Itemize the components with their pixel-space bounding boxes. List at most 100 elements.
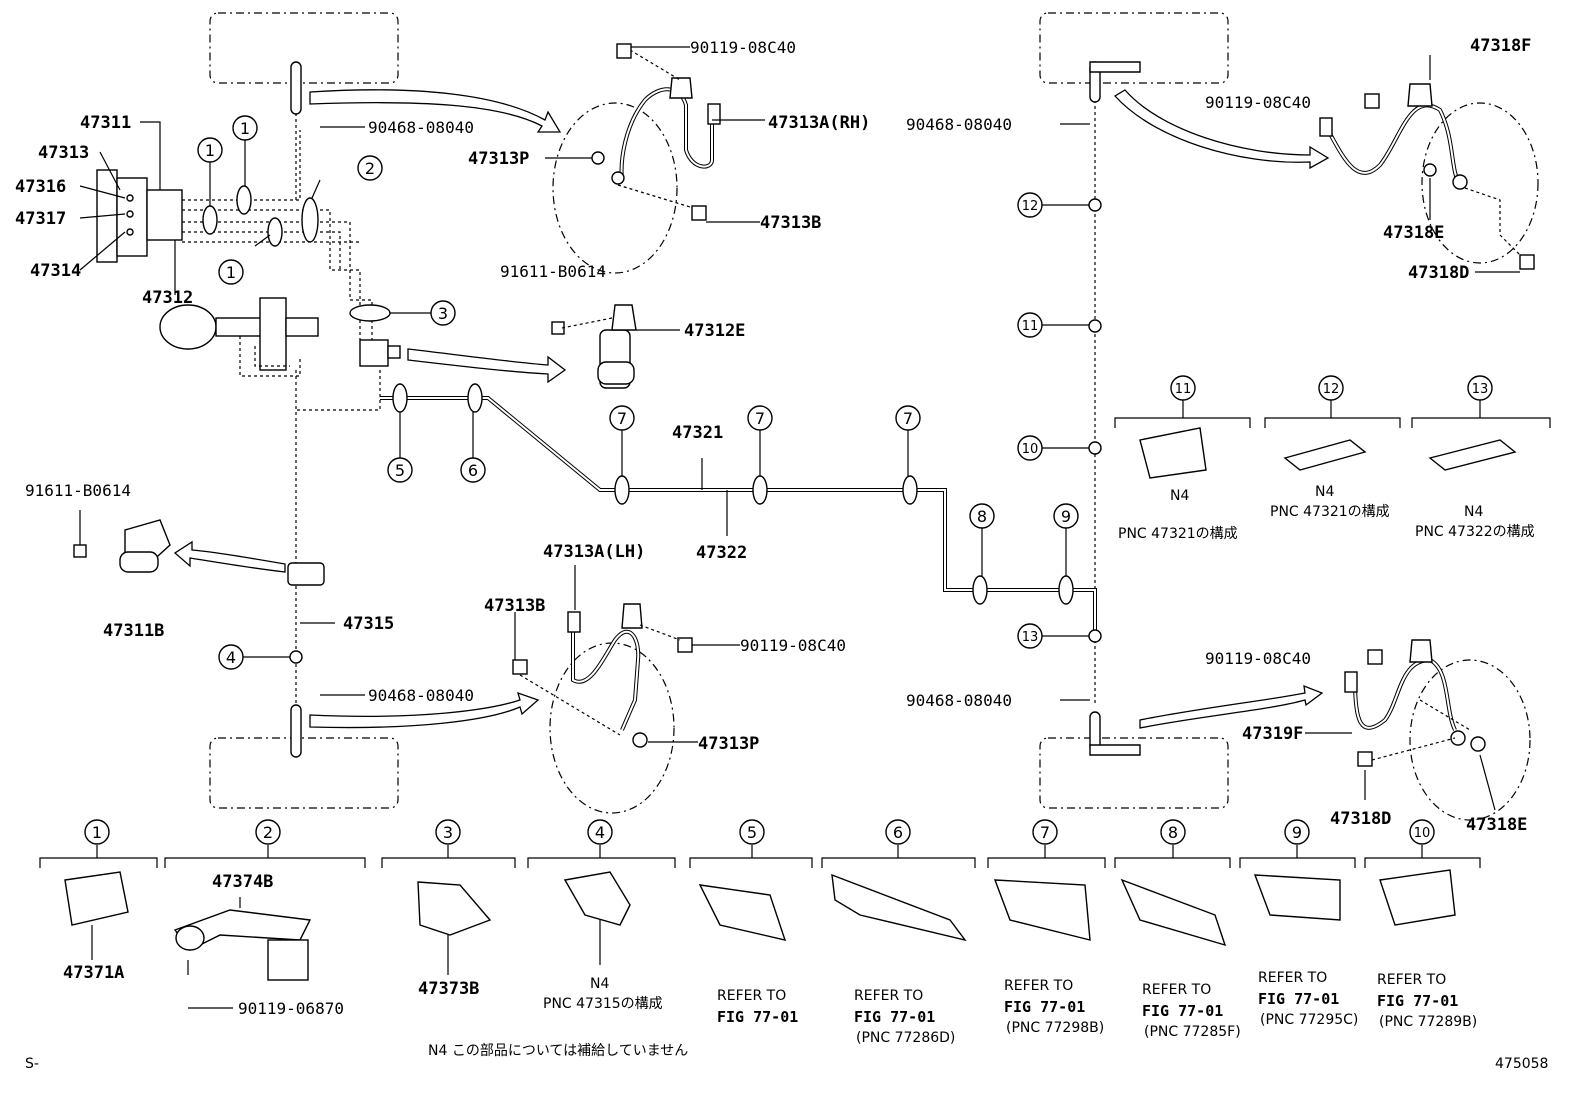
rear-wheel-box-bottom (1039, 737, 1229, 809)
label-90119-08c40-c: 90119-08C40 (1205, 93, 1311, 112)
row-6-line3: (PNC 77286D) (856, 1030, 955, 1046)
front-rh-drum (552, 102, 678, 274)
rear-lh-drum (1409, 659, 1531, 821)
callout-5: 5 (395, 461, 405, 480)
rear-lh-hose-assembly (1305, 639, 1496, 811)
label-47313p-b: 47313P (698, 734, 759, 754)
front-rh-hose-end (290, 61, 302, 115)
connector-47311b-origin (287, 562, 325, 586)
label-47312e: 47312E (684, 321, 745, 341)
row-callout-3: 3 (443, 823, 453, 842)
front-rh-hose-assembly (545, 43, 765, 223)
brake-booster (159, 297, 319, 377)
part-47312e (551, 304, 680, 389)
row-callout-9: 9 (1292, 823, 1302, 842)
front-lh-hose-assembly (512, 603, 740, 748)
clamp-1b (236, 185, 252, 215)
label-47318e-b: 47318E (1466, 815, 1527, 835)
arrow-to-front-rh (309, 89, 562, 133)
front-left-wheel-box (209, 12, 399, 84)
callout-7b: 7 (755, 409, 765, 428)
arrow-to-rear-lh (1139, 684, 1324, 729)
row-10-line3: (PNC 77289B) (1379, 1014, 1477, 1030)
label-47318d-a: 47318D (1408, 263, 1469, 283)
callout-1-mid: 1 (205, 141, 215, 160)
clamp-7c (902, 475, 918, 505)
clamp-12 (1088, 198, 1102, 212)
arrow-to-47312e (407, 348, 567, 384)
clamp-1a (202, 205, 218, 235)
row-8-line3: (PNC 77285F) (1144, 1024, 1241, 1040)
clamp-8 (972, 575, 988, 605)
row-9-line2: FIG 77-01 (1258, 990, 1339, 1008)
label-47313p-a: 47313P (468, 149, 529, 169)
row-callout-1: 1 (92, 823, 102, 842)
callout-1-top: 1 (240, 119, 250, 138)
row-10-line2: FIG 77-01 (1377, 992, 1458, 1010)
front-right-wheel-box-left (209, 737, 399, 809)
detail-12-pnc: PNC 47321の構成 (1270, 504, 1390, 520)
footer-fig-number: 475058 (1495, 1056, 1548, 1072)
part-47311b (73, 510, 171, 573)
front-lh-hose-end (290, 704, 302, 758)
rear-wheel-box-top (1039, 12, 1229, 84)
row-9-line3: (PNC 77295C) (1260, 1012, 1358, 1028)
label-90468-08040-c: 90468-08040 (906, 115, 1012, 134)
row-6-line2: FIG 77-01 (854, 1008, 935, 1026)
clamp-7a (614, 475, 630, 505)
callout-4: 4 (226, 648, 236, 667)
row-10-line1: REFER TO (1377, 972, 1446, 988)
row-7-line3: (PNC 77298B) (1006, 1020, 1104, 1036)
label-90468-08040-d: 90468-08040 (906, 691, 1012, 710)
clamp-13 (1088, 629, 1102, 643)
row-4-n4: N4 (590, 976, 609, 992)
clamp-3 (349, 304, 391, 322)
clamp-10 (1088, 441, 1102, 455)
row-callout-2: 2 (263, 823, 273, 842)
callout-9: 9 (1061, 507, 1071, 526)
row-callout-5: 5 (747, 823, 757, 842)
label-47311b: 47311B (103, 621, 164, 641)
row-callout-6: 6 (893, 823, 903, 842)
callout-10: 10 (1022, 442, 1039, 457)
callout-1-bottom: 1 (226, 263, 236, 282)
row-9-line1: REFER TO (1258, 970, 1327, 986)
diagram-callouts: 1 1 1 2 3 4 5 6 7 7 7 8 9 10 11 12 13 (197, 115, 1089, 670)
detail-13-pnc: PNC 47322の構成 (1415, 524, 1535, 540)
arrow-to-front-lh (309, 691, 540, 729)
master-cylinder-assembly (96, 130, 373, 340)
row-label-47374b: 47374B (212, 872, 273, 892)
row-7-line1: REFER TO (1004, 978, 1073, 994)
clamp-5 (392, 383, 408, 413)
row-4-pnc: PNC 47315の構成 (543, 996, 663, 1012)
valve-block-nub (387, 345, 401, 359)
rear-rh-drum (1421, 102, 1539, 264)
callout-13: 13 (1022, 630, 1039, 645)
clamp-7b (752, 475, 768, 505)
arrow-to-47311b (173, 540, 286, 573)
label-47313a-rh: 47313A(RH) (768, 113, 870, 133)
label-47321: 47321 (672, 423, 723, 443)
label-47322: 47322 (696, 543, 747, 563)
footer-left-code: S- (25, 1056, 39, 1072)
clamp-1c (267, 217, 283, 247)
label-47313: 47313 (38, 143, 89, 163)
detail-11-pnc: PNC 47321の構成 (1118, 526, 1238, 542)
rear-rh-hose-bend (1089, 61, 1141, 73)
label-47318e-a: 47318E (1383, 223, 1444, 243)
row-6-line1: REFER TO (854, 988, 923, 1004)
label-47316: 47316 (15, 177, 66, 197)
detail-callout-11: 11 (1175, 382, 1192, 397)
detail-13-n4: N4 (1464, 504, 1483, 520)
label-47313b-b: 47313B (484, 596, 545, 616)
label-90119-08c40-a: 90119-08C40 (690, 38, 796, 57)
label-47314: 47314 (30, 261, 81, 281)
label-90468-08040-a: 90468-08040 (368, 118, 474, 137)
clamp-4 (289, 650, 303, 664)
callout-12: 12 (1022, 199, 1039, 214)
rear-lh-hose-bend (1089, 744, 1141, 756)
clamp-11 (1088, 319, 1102, 333)
clamp-6 (467, 383, 483, 413)
row-8-line1: REFER TO (1142, 982, 1211, 998)
